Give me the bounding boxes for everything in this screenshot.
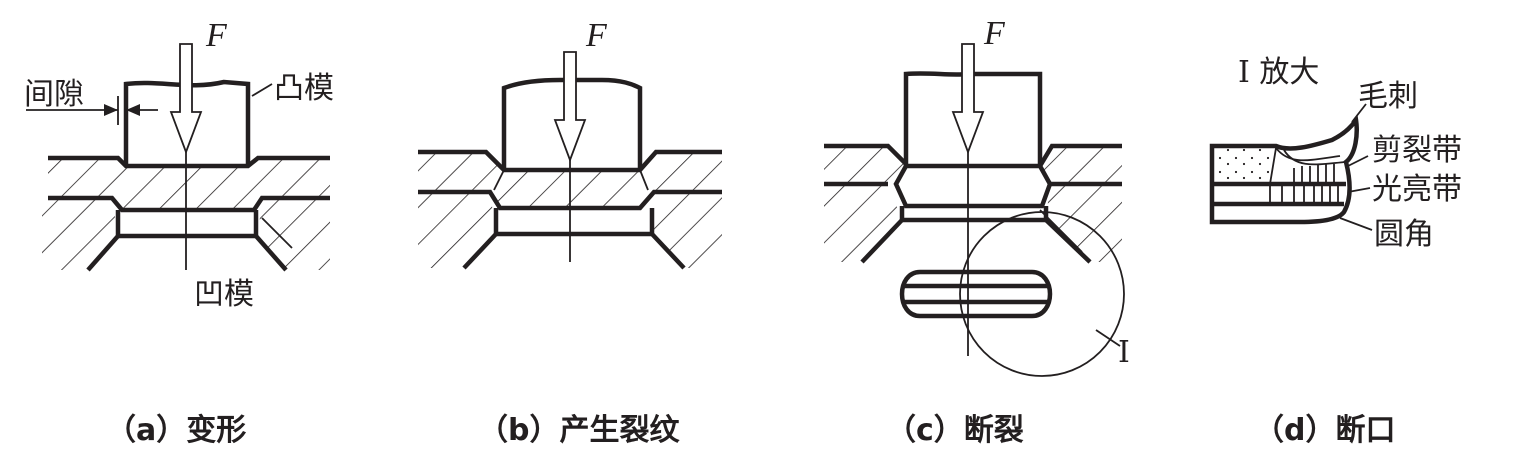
caption-c: （c）断裂 (886, 413, 1024, 448)
rollover-label: 圆角 (1374, 217, 1434, 252)
fracture-shear-zone-dotted (1218, 148, 1276, 184)
slug-piece-c (899, 269, 1053, 319)
die-upper-right-c (1040, 146, 1122, 184)
blank-slug-c (893, 163, 1053, 209)
shear-zone-label: 剪裂带 (1372, 133, 1462, 168)
die-upper-left-c (824, 146, 906, 184)
die-right-a (258, 198, 330, 270)
force-arrow-a (169, 43, 203, 155)
punch-label: 凸模 (274, 71, 334, 106)
force-label-a: F (205, 17, 228, 54)
bright-band-lines (1269, 186, 1339, 204)
panel-b-crack: F (418, 17, 722, 270)
shear-lines (1293, 164, 1335, 184)
force-label-c: F (983, 15, 1006, 52)
bright-zone-label: 光亮带 (1372, 172, 1462, 207)
panel-d-fracture-surface: I 放大 毛刺 剪裂带 光亮带 圆角 (1209, 55, 1462, 252)
detail-marker-label: I (1118, 335, 1130, 370)
panel-c-fracture: F I (824, 15, 1130, 377)
force-arrow-b (553, 51, 587, 163)
caption-d: （d）断口 (1254, 413, 1395, 448)
fracture-piece-outline (1209, 113, 1359, 225)
die-left-b (418, 192, 496, 268)
caption-a: （a）变形 (106, 413, 246, 448)
sheet-a (48, 158, 330, 210)
clearance-label: 间隙 (24, 77, 84, 112)
die-label: 凹模 (194, 277, 254, 312)
force-arrow-c (951, 43, 985, 155)
panel-a-deformation: F 间隙 凸模 凹模 (24, 17, 334, 312)
punch-b (501, 77, 643, 170)
die-left-a (42, 198, 118, 270)
enlarged-label: I 放大 (1238, 55, 1319, 90)
force-label-b: F (585, 17, 608, 54)
die-left-c (824, 184, 902, 262)
detail-circle-i (959, 211, 1125, 377)
burr-label: 毛刺 (1358, 79, 1418, 114)
caption-b: （b）产生裂纹 (478, 413, 680, 448)
die-right-b (650, 192, 722, 268)
